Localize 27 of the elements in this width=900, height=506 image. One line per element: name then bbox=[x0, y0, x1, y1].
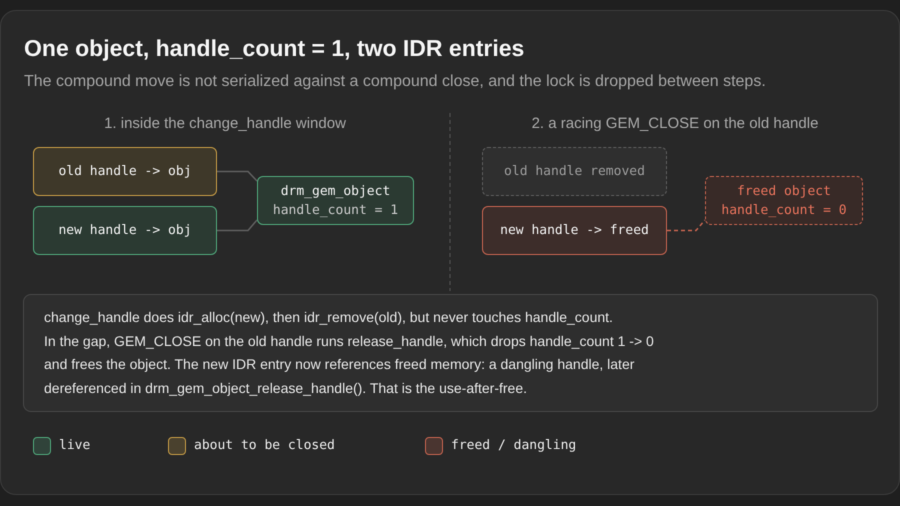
box-label: new handle -> freed bbox=[500, 222, 649, 240]
legend-label: about to be closed bbox=[194, 437, 335, 455]
subtitle: The compound move is not serialized against a compound close, and the lock is dropped between steps. bbox=[24, 73, 766, 90]
legend-label: live bbox=[59, 437, 90, 455]
section-heading: 2. a racing GEM_CLOSE on the old handle bbox=[532, 114, 818, 134]
title: One object, handle_count = 1, two IDR entries bbox=[24, 34, 524, 62]
box-label: drm_gem_object bbox=[280, 182, 390, 200]
connector-line bbox=[667, 220, 706, 232]
box-label: new handle -> obj bbox=[58, 222, 192, 240]
handle-box bbox=[33, 147, 217, 196]
note-panel bbox=[23, 294, 878, 412]
handle-box bbox=[33, 206, 217, 255]
legend-label: freed / dangling bbox=[451, 437, 576, 455]
note-text: In the gap, GEM_CLOSE on the old handle runs release_handle, which drops handle_count 1 -> 0 and frees the object. The new IDR entry now references freed memory: a dangling handle, later dereferenced in drm_gem_object_release_handle(). That is the use-after-free. bbox=[44, 332, 655, 398]
box-label: handle_count = 1 bbox=[272, 202, 398, 220]
handle-box bbox=[482, 206, 667, 255]
object-box bbox=[257, 176, 414, 225]
box-label: freed object bbox=[737, 182, 831, 200]
connector-line bbox=[217, 220, 258, 232]
box-label: old handle removed bbox=[504, 162, 645, 181]
section-heading: 1. inside the change_handle window bbox=[104, 114, 346, 134]
removed-handle-box bbox=[482, 147, 667, 196]
freed-object-box bbox=[705, 176, 863, 225]
note-text: change_handle does idr_alloc(new), then idr_remove(old), but never touches handle_count. bbox=[44, 308, 613, 327]
connector-line bbox=[217, 170, 258, 182]
box-label: handle_count = 0 bbox=[721, 202, 847, 220]
box-label: old handle -> obj bbox=[58, 162, 192, 181]
